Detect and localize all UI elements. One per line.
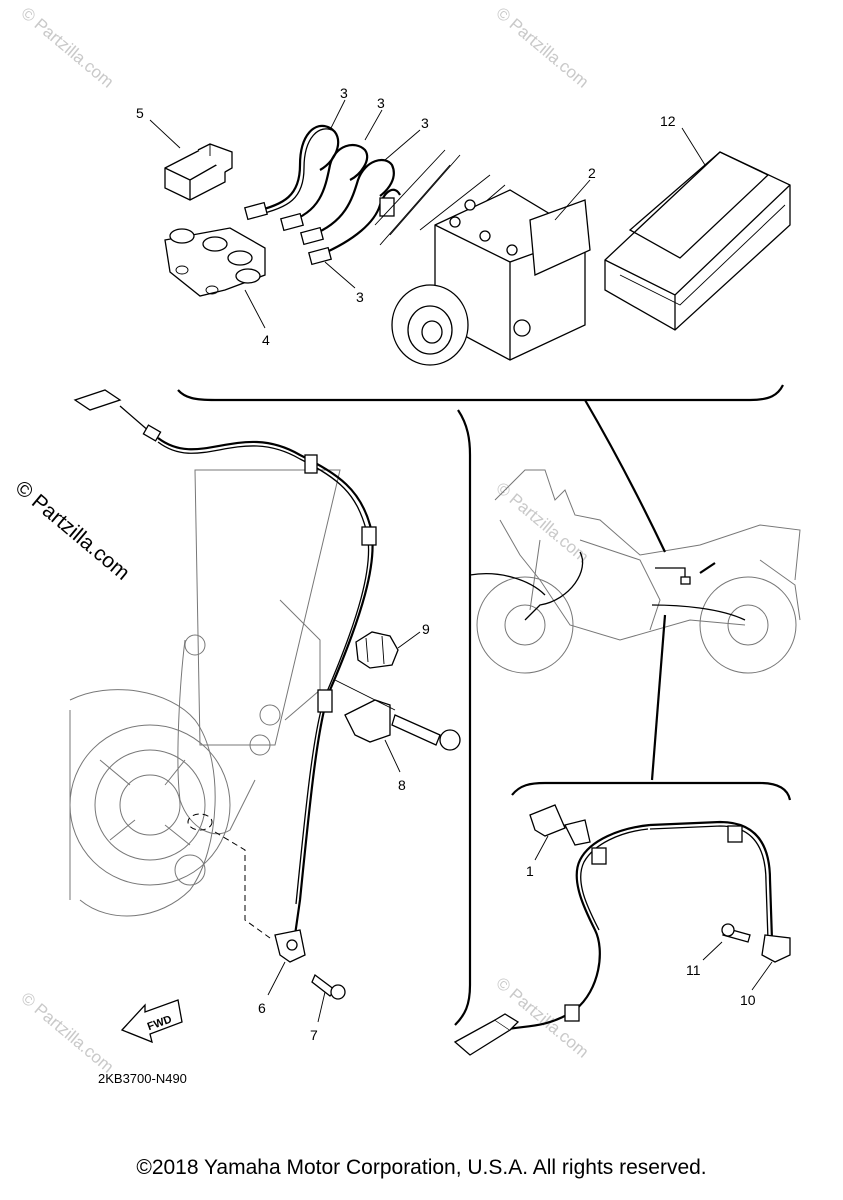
rear-detail-divider — [511, 781, 792, 801]
motorcycle-silhouette — [476, 469, 801, 674]
watermark-main: © Partzilla.com — [11, 476, 134, 585]
part-2-abs-unit — [391, 189, 591, 366]
callout-4: 4 — [262, 332, 270, 348]
callout-7: 7 — [310, 1027, 318, 1043]
watermark-3: © Partzilla.com — [492, 479, 592, 567]
background-watermarks: © Partzilla.com © Partzilla.com © Partzi… — [17, 4, 592, 1077]
fwd-arrow: FWD — [120, 999, 183, 1044]
part-5-connector — [164, 143, 233, 201]
watermark-2: © Partzilla.com — [492, 4, 592, 92]
part-9-clip — [355, 631, 399, 669]
center-divider — [454, 409, 472, 1026]
callout-line-front — [469, 573, 546, 596]
part-7-bolt — [311, 973, 346, 1000]
callout-10: 10 — [740, 992, 756, 1008]
copyright-notice: ©2018 Yamaha Motor Corporation, U.S.A. A… — [136, 1156, 707, 1179]
top-section-divider — [177, 384, 784, 402]
rear-sensor-lead — [453, 804, 774, 1056]
callout-3d: 3 — [356, 289, 364, 305]
callout-9: 9 — [422, 621, 430, 637]
callout-line-rear — [650, 614, 667, 781]
callout-11: 11 — [686, 962, 701, 978]
part-12-ecu — [604, 151, 791, 331]
callout-3c: 3 — [421, 115, 429, 131]
part-10-rear-sensor — [761, 934, 791, 963]
front-sensor-lead — [73, 389, 377, 936]
callout-2: 2 — [588, 165, 596, 181]
callout-6: 6 — [258, 1000, 266, 1016]
callout-12: 12 — [660, 113, 676, 129]
part-3-brake-pipes — [243, 124, 506, 266]
callout-8: 8 — [398, 777, 406, 793]
part-8-stay — [334, 679, 461, 751]
part-6-front-sensor — [274, 929, 306, 963]
part-11-bolt — [721, 923, 751, 943]
watermark-1: © Partzilla.com — [17, 4, 117, 92]
callout-1: 1 — [526, 863, 534, 879]
front-fork-assembly — [69, 469, 341, 939]
callouts: 5 3 3 3 3 4 2 12 9 8 6 7 1 11 10 — [136, 85, 773, 1043]
motorcycle-wiring — [524, 551, 746, 621]
watermark-4: © Partzilla.com — [17, 989, 117, 1077]
callout-3a: 3 — [340, 85, 348, 101]
callout-line-ecu — [584, 399, 666, 553]
callout-3b: 3 — [377, 95, 385, 111]
diagram-code: 2KB3700-N490 — [98, 1071, 187, 1086]
part-4-bracket — [164, 227, 266, 297]
callout-5: 5 — [136, 105, 144, 121]
